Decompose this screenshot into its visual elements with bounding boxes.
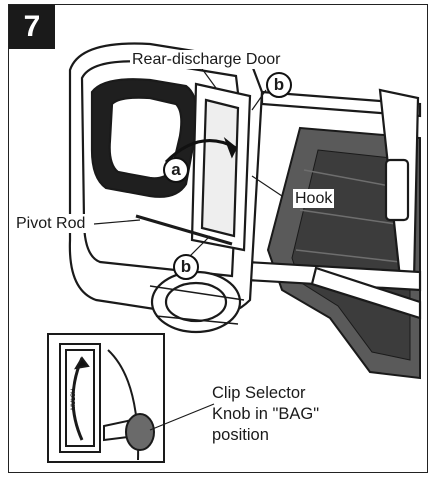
mulch-arrow-text: MULCH — [71, 389, 77, 410]
leader-lines — [93, 65, 283, 259]
note-line-2: Knob in "BAG" — [212, 405, 320, 423]
hook-label: Hook — [293, 189, 335, 208]
note-line-3: position — [212, 426, 269, 444]
figure-frame — [8, 4, 428, 473]
clip-selector-inset — [47, 333, 215, 463]
clip-selector-note: Clip Selector Knob in "BAG" position — [212, 383, 319, 446]
handle-frame — [244, 88, 422, 320]
step-number-badge: 7 — [9, 5, 55, 49]
callout-b-top-marker: b — [266, 72, 292, 98]
mower-deck — [68, 42, 264, 334]
rear-discharge-door-label: Rear-discharge Door — [130, 50, 283, 69]
pivot-rod-label: Pivot Rod — [14, 214, 88, 233]
callout-a-marker: a — [163, 157, 189, 183]
callout-b-bottom-marker: b — [173, 254, 199, 280]
note-line-1: Clip Selector — [212, 384, 306, 402]
